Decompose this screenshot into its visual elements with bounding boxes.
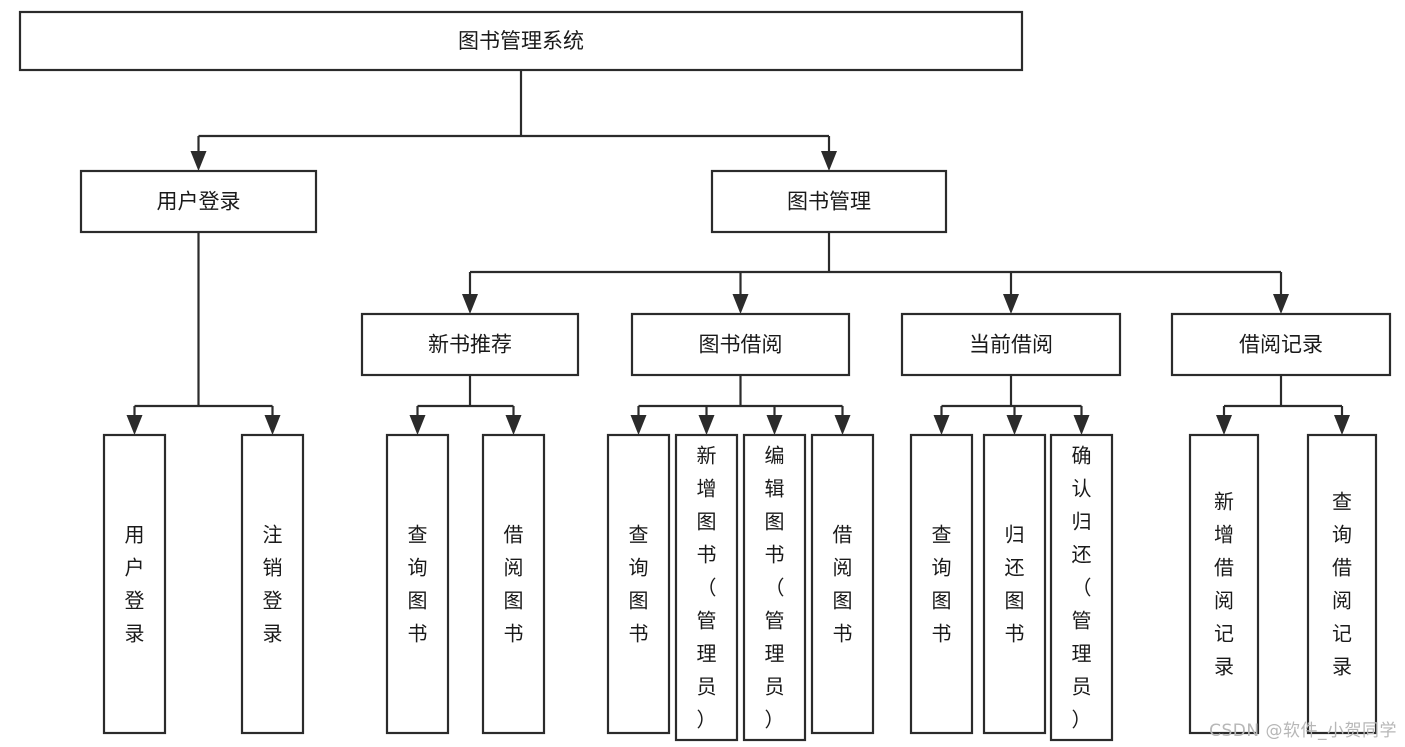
node-box[interactable]	[742, 433, 807, 742]
node-box[interactable]	[982, 433, 1047, 735]
node-box[interactable]	[1306, 433, 1378, 735]
node-label: 借阅记录	[1239, 333, 1323, 357]
node-box[interactable]	[1188, 433, 1260, 735]
node-label: 查询图书	[408, 522, 428, 645]
node-label: 新书推荐	[428, 333, 512, 357]
node-box[interactable]	[1049, 433, 1114, 742]
node-box[interactable]	[79, 169, 318, 234]
node-leaf-logout-login[interactable]: 注销登录	[240, 433, 305, 735]
connector-layer	[126, 70, 1350, 435]
node-box[interactable]	[674, 433, 739, 742]
node-borrow-record[interactable]: 借阅记录	[1170, 312, 1392, 377]
node-label: 当前借阅	[969, 333, 1053, 357]
node-label: 图书借阅	[699, 333, 783, 357]
arrow-head	[630, 415, 647, 435]
node-leaf-return-book[interactable]: 归还图书	[982, 433, 1047, 735]
node-label: 用户登录	[125, 522, 145, 645]
arrow-head	[732, 294, 749, 314]
arrow-head	[1334, 415, 1350, 435]
node-leaf-borrow-book-1[interactable]: 借阅图书	[481, 433, 546, 735]
node-root-book-management-system[interactable]: 图书管理系统	[18, 10, 1024, 72]
node-user-login[interactable]: 用户登录	[79, 169, 318, 234]
node-label: 注销登录	[263, 522, 283, 645]
arrow-head	[766, 415, 783, 435]
node-label: 查询借阅记录	[1332, 489, 1352, 678]
node-leaf-add-book-admin[interactable]: 新增图书（管理员）	[674, 433, 739, 742]
node-label: 图书管理系统	[458, 29, 584, 53]
node-box[interactable]	[240, 433, 305, 735]
node-leaf-query-book-1[interactable]: 查询图书	[385, 433, 450, 735]
arrow-head	[1273, 294, 1289, 314]
node-new-book-recommend[interactable]: 新书推荐	[360, 312, 580, 377]
node-box[interactable]	[630, 312, 851, 377]
node-leaf-user-login[interactable]: 用户登录	[102, 433, 167, 735]
node-box[interactable]	[481, 433, 546, 735]
node-label: 新增借阅记录	[1214, 489, 1234, 678]
node-leaf-query-book-3[interactable]: 查询图书	[909, 433, 974, 735]
csdn-watermark: CSDN @软件_小贺同学	[1209, 721, 1397, 741]
arrow-head	[264, 415, 281, 435]
node-leaf-add-borrow-record[interactable]: 新增借阅记录	[1188, 433, 1260, 735]
node-leaf-borrow-book-2[interactable]: 借阅图书	[810, 433, 875, 735]
arrow-head	[190, 151, 207, 171]
node-label: 图书管理	[787, 190, 871, 214]
node-box[interactable]	[102, 433, 167, 735]
arrow-head	[698, 415, 715, 435]
node-box[interactable]	[385, 433, 450, 735]
node-box[interactable]	[360, 312, 580, 377]
node-layer: 图书管理系统用户登录图书管理新书推荐图书借阅当前借阅借阅记录用户登录注销登录查询…	[18, 10, 1392, 742]
node-box[interactable]	[900, 312, 1122, 377]
node-book-manage[interactable]: 图书管理	[710, 169, 948, 234]
node-box[interactable]	[909, 433, 974, 735]
node-box[interactable]	[606, 433, 671, 735]
node-book-borrow[interactable]: 图书借阅	[630, 312, 851, 377]
arrow-head	[505, 415, 522, 435]
arrow-head	[409, 415, 426, 435]
node-label: 查询图书	[629, 522, 649, 645]
node-leaf-confirm-return-admin[interactable]: 确认归还（管理员）	[1049, 433, 1114, 742]
arrow-head	[462, 294, 478, 314]
node-label: 借阅图书	[504, 522, 524, 645]
node-label: 借阅图书	[833, 522, 853, 645]
node-label: 查询图书	[932, 522, 952, 645]
arrow-head	[1006, 415, 1023, 435]
arrow-head	[821, 151, 837, 171]
node-leaf-query-borrow-record[interactable]: 查询借阅记录	[1306, 433, 1378, 735]
node-label: 归还图书	[1005, 522, 1025, 645]
node-box[interactable]	[710, 169, 948, 234]
node-label: 确认归还（管理员）	[1072, 443, 1092, 731]
arrow-head	[1216, 415, 1232, 435]
arrow-head	[834, 415, 851, 435]
node-leaf-query-book-2[interactable]: 查询图书	[606, 433, 671, 735]
node-label: 编辑图书（管理员）	[765, 443, 785, 731]
arrow-head	[126, 415, 143, 435]
node-label: 新增图书（管理员）	[697, 443, 717, 731]
node-leaf-edit-book-admin[interactable]: 编辑图书（管理员）	[742, 433, 807, 742]
arrow-head	[1003, 294, 1019, 314]
node-label: 用户登录	[157, 190, 241, 214]
node-box[interactable]	[18, 10, 1024, 72]
arrow-head	[933, 415, 950, 435]
node-current-borrow[interactable]: 当前借阅	[900, 312, 1122, 377]
node-box[interactable]	[810, 433, 875, 735]
node-box[interactable]	[1170, 312, 1392, 377]
arrow-head	[1073, 415, 1090, 435]
